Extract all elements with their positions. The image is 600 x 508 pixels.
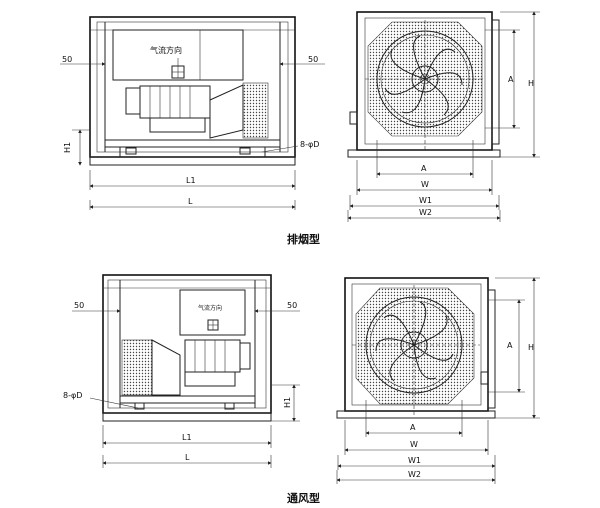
dim-H-vent: H xyxy=(528,343,534,352)
dim-W-vent: W xyxy=(410,440,418,449)
caption-exhaust: 排烟型 xyxy=(287,232,320,246)
dim-L1: L1 xyxy=(186,176,196,185)
dim-H: H xyxy=(528,79,534,88)
front-base-vent xyxy=(336,410,496,419)
ventilation-side-view: 气流方向 50 50 8-φD H1 L1 xyxy=(63,274,300,468)
dim-L-vent: L xyxy=(185,453,190,462)
dim-50-right-vent: 50 xyxy=(287,301,297,310)
dim-A: A xyxy=(421,164,427,173)
dim-H1: H1 xyxy=(63,142,72,153)
dim-L: L xyxy=(188,197,193,206)
dim-50-right: 50 xyxy=(308,55,318,64)
dim-W1: W1 xyxy=(419,196,432,205)
dim-W1-vent: W1 xyxy=(408,456,421,465)
airflow-label: 气流方向 xyxy=(150,45,182,55)
dim-A-vent: A xyxy=(410,423,416,432)
dim-H1-vent: H1 xyxy=(283,397,292,408)
dim-50-left: 50 xyxy=(62,55,72,64)
dim-W2: W2 xyxy=(419,208,432,217)
dim-W: W xyxy=(421,180,429,189)
airflow-label-vent: 气流方向 xyxy=(198,304,222,312)
dim-50-left-vent: 50 xyxy=(74,301,84,310)
front-base xyxy=(347,149,501,158)
motor-body xyxy=(139,85,211,119)
exhaust-side-view: 气流方向 50 50 H1 8-φD xyxy=(60,16,325,210)
ventilation-front-view: A H A W W1 W2 xyxy=(336,277,540,484)
motor-cover-vent xyxy=(179,289,246,336)
impeller-mesh-vent xyxy=(121,339,153,396)
fan-blades xyxy=(384,35,463,116)
base-plate xyxy=(89,156,296,166)
dim-L1-vent: L1 xyxy=(182,433,192,442)
impeller-mesh xyxy=(242,82,269,139)
dim-A-vertical-vent: A xyxy=(507,341,513,350)
exhaust-front-view: A H A W W1 W2 xyxy=(347,11,540,222)
motor-body-vent xyxy=(184,339,241,373)
hole-label: 8-φD xyxy=(300,140,319,149)
base-plate-vent xyxy=(102,412,272,422)
dim-A-vertical: A xyxy=(508,75,514,84)
dim-W2-vent: W2 xyxy=(408,470,421,479)
fan-blades-vent xyxy=(375,301,454,382)
motor-cover xyxy=(112,29,244,81)
hole-label-vent: 8-φD xyxy=(63,391,82,400)
caption-ventilation: 通风型 xyxy=(287,491,320,505)
